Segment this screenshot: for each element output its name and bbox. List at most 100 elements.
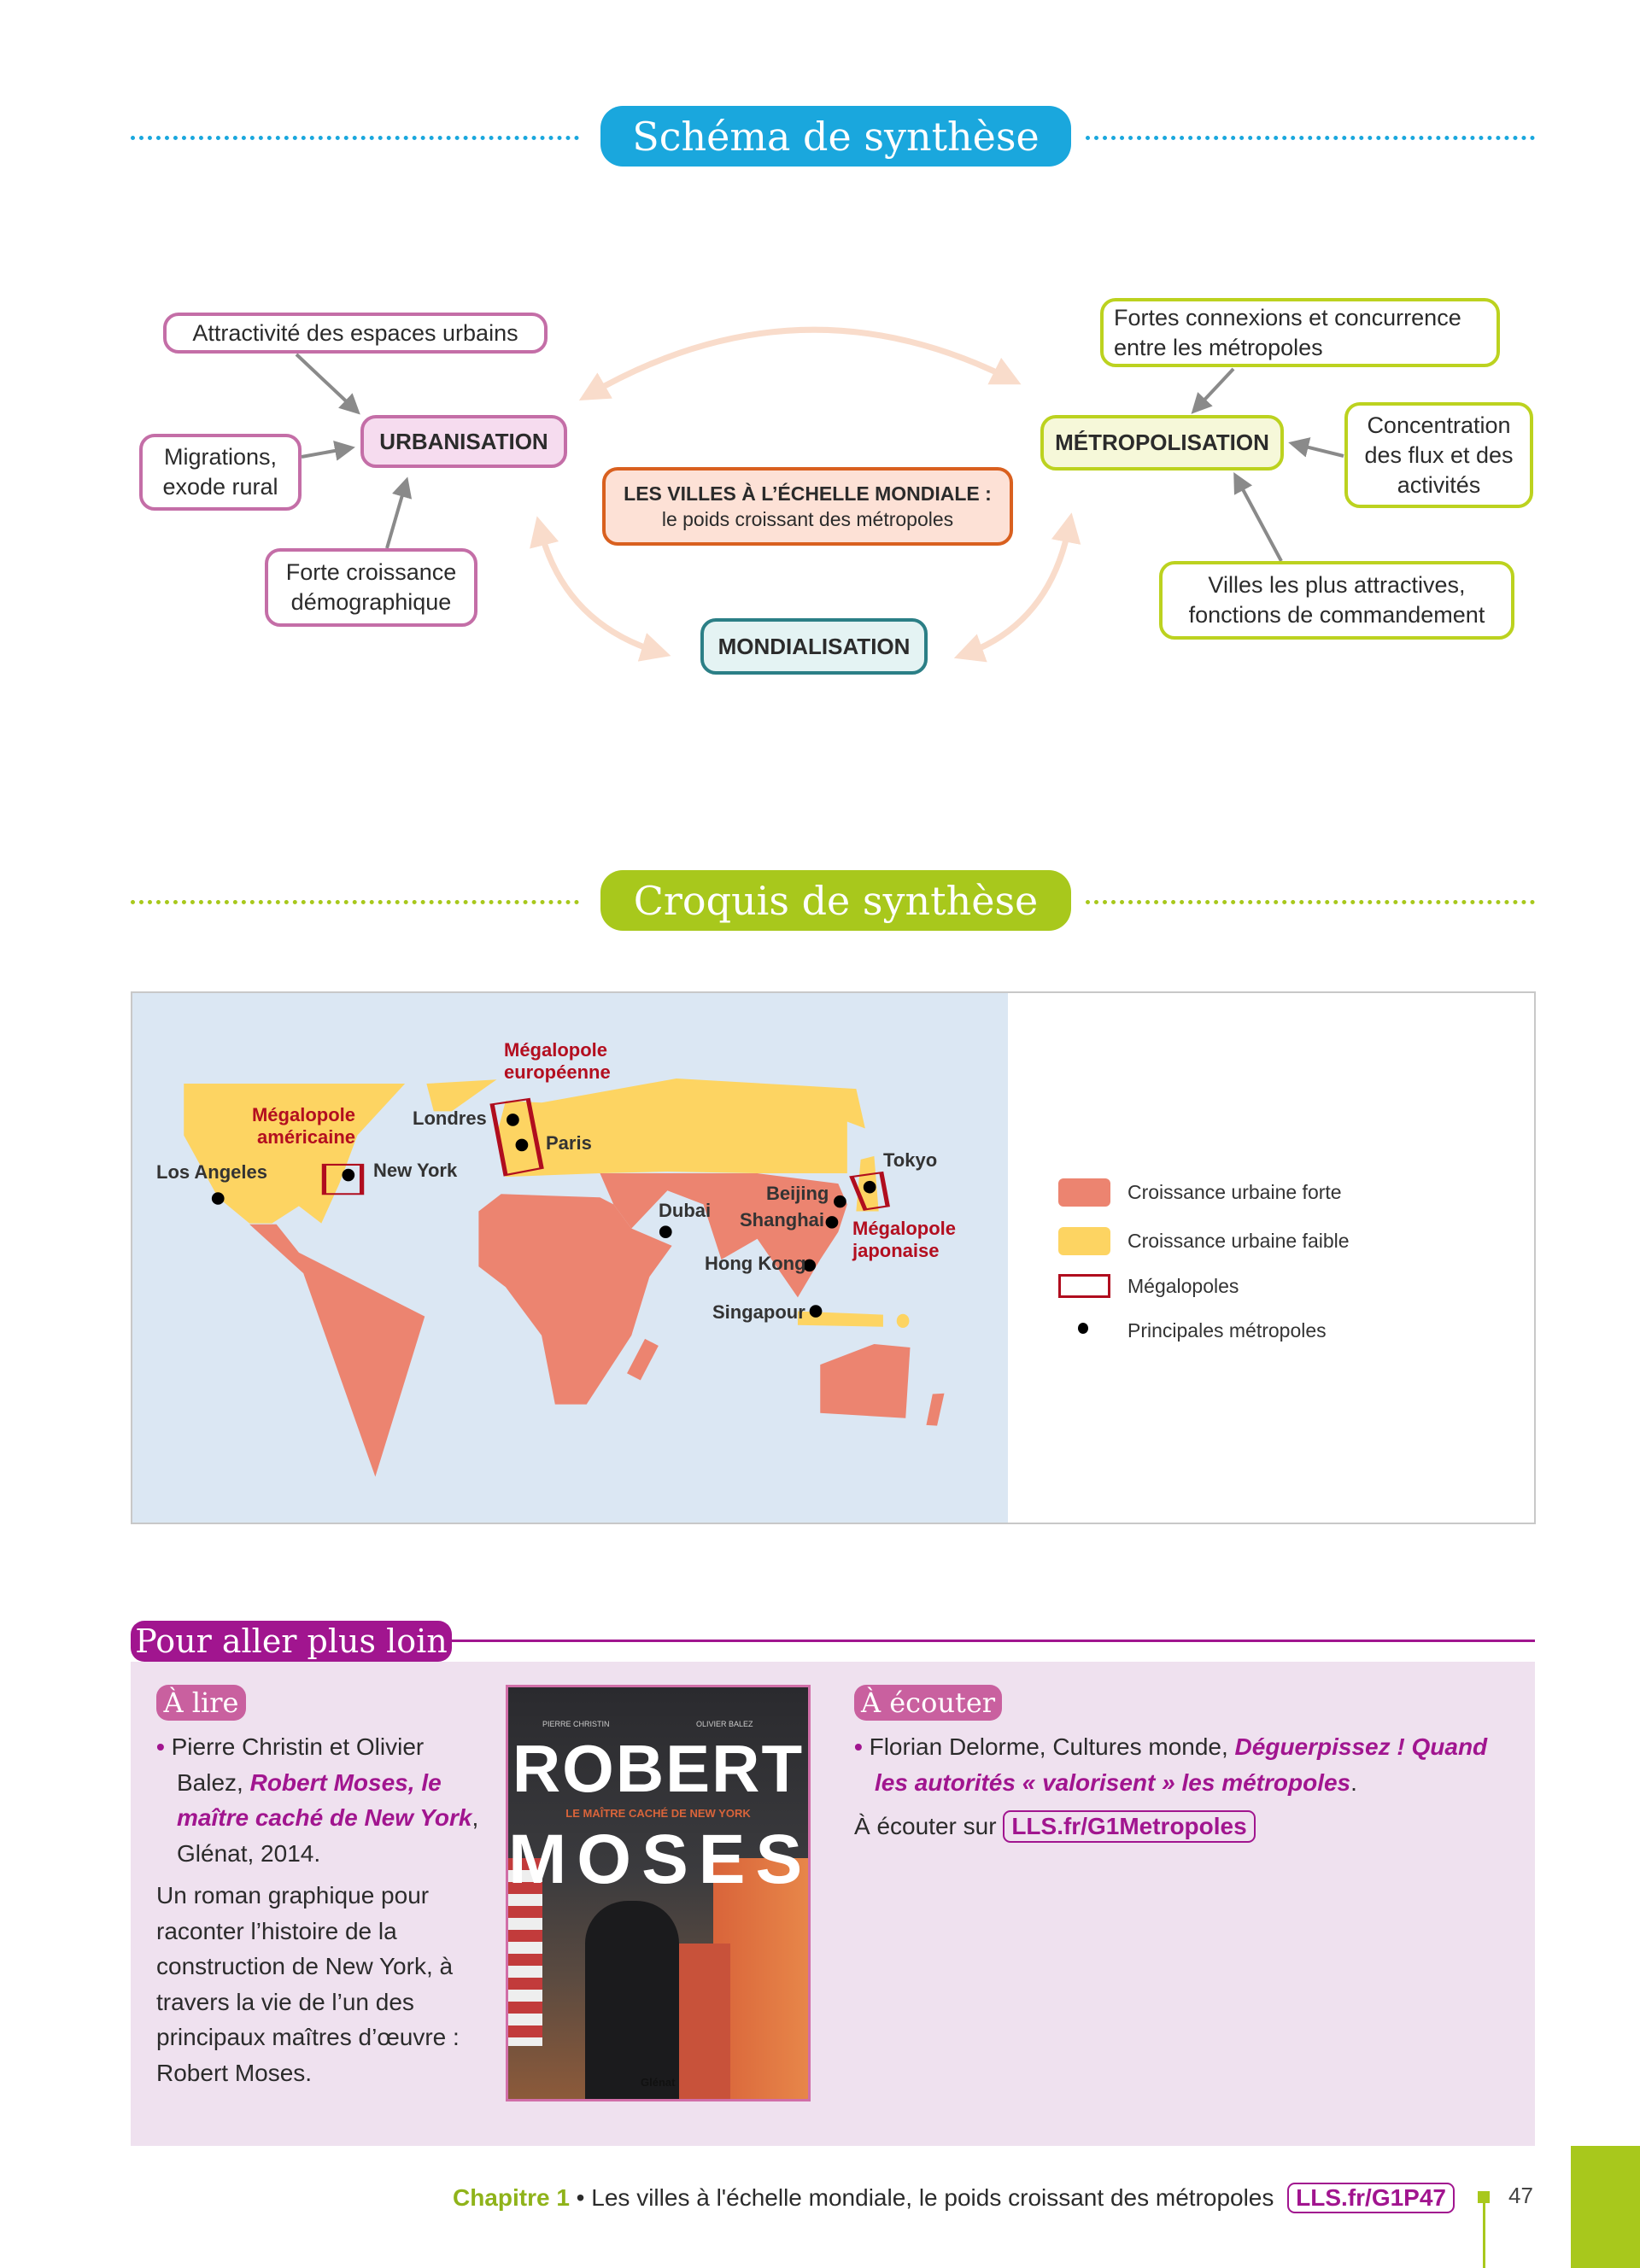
greenland xyxy=(426,1079,497,1112)
legend-dot-metropole xyxy=(1078,1323,1088,1334)
legend-label: Principales métropoles xyxy=(1128,1319,1327,1342)
book-authors: Pierre Christin et Olivier Balez, xyxy=(171,1733,425,1796)
label-beijing: Beijing xyxy=(766,1183,829,1204)
divider xyxy=(1086,136,1535,140)
footer-separator: • xyxy=(569,2184,592,2211)
africa xyxy=(478,1194,672,1405)
section-title-croquis: Croquis de synthèse xyxy=(600,870,1071,931)
footer-link[interactable]: LLS.fr/G1P47 xyxy=(1287,2183,1455,2213)
punctuation: . xyxy=(1350,1768,1357,1796)
listen-label: À écouter sur xyxy=(854,1813,1004,1839)
node-urbanisation: URBANISATION xyxy=(360,415,567,468)
footer-chapter-number: Chapitre 1 xyxy=(452,2184,570,2211)
tag-a-lire: À lire xyxy=(156,1685,246,1721)
city-dot xyxy=(507,1114,519,1126)
label-los-angeles: Los Angeles xyxy=(156,1161,267,1183)
divider xyxy=(131,900,579,904)
arrow xyxy=(1191,367,1235,414)
madagascar xyxy=(627,1338,659,1381)
megalopole-europeenne xyxy=(489,1097,544,1177)
label-singapour: Singapour xyxy=(712,1301,805,1323)
city-dot xyxy=(211,1192,225,1205)
footer-chapter: Chapitre 1 • Les villes à l'échelle mond… xyxy=(453,2180,1455,2216)
legend-label: Croissance urbaine faible xyxy=(1128,1230,1350,1252)
cover-title: MOSES xyxy=(508,1821,811,1898)
section-title-schema: Schéma de synthèse xyxy=(600,106,1071,167)
flag-stripes xyxy=(508,1858,542,2046)
figure-silhouette xyxy=(585,1901,679,2099)
cover-publisher: Glénat xyxy=(641,2076,676,2089)
label-megalopole-japonaise: Mégalopole japonaise xyxy=(852,1218,957,1261)
eurasia-north xyxy=(496,1078,865,1178)
flow-arrow xyxy=(953,512,1081,663)
podcast-title[interactable]: Déguerpissez ! Quand les autorités « val… xyxy=(875,1733,1488,1796)
legend-swatch-faible xyxy=(1058,1227,1110,1255)
center-title: LES VILLES À L’ÉCHELLE MONDIALE : xyxy=(624,482,992,505)
city-dot xyxy=(809,1305,823,1318)
podcast-link[interactable]: LLS.fr/G1Metropoles xyxy=(1003,1810,1256,1843)
legend-label: Croissance urbaine forte xyxy=(1128,1181,1342,1203)
book-cover: PIERRE CHRISTIN OLIVIER BALEZ ROBERT LE … xyxy=(506,1685,811,2101)
page-number: 47 xyxy=(1508,2183,1533,2208)
node-mondialisation: MONDIALISATION xyxy=(700,618,928,675)
further-box xyxy=(131,1662,1535,2146)
book-reference: • Pierre Christin et Olivier Balez, Robe… xyxy=(156,1729,489,1871)
world-map xyxy=(184,1078,945,1477)
cover-author: OLIVIER BALEZ xyxy=(696,1720,753,1728)
city-dot xyxy=(834,1195,846,1208)
legend-swatch-megalopole xyxy=(1058,1274,1110,1298)
label-new-york: New York xyxy=(373,1160,458,1181)
city-dot xyxy=(515,1138,529,1152)
diagram-arrows xyxy=(295,326,1344,663)
flow-arrow xyxy=(578,326,1022,400)
megalopole-americaine xyxy=(321,1163,365,1195)
arrow xyxy=(295,353,360,415)
page-marker-line xyxy=(1483,2203,1485,2268)
divider xyxy=(1086,900,1535,904)
arrow xyxy=(1233,471,1283,562)
cover-title: ROBERT xyxy=(512,1731,805,1806)
label-tokyo: Tokyo xyxy=(883,1149,938,1171)
arrow xyxy=(385,476,413,549)
flow-arrow xyxy=(530,516,671,662)
book-title[interactable]: Robert Moses, le maître caché de New Yor… xyxy=(177,1768,472,1832)
label-paris: Paris xyxy=(546,1132,592,1154)
legend-label: Mégalopoles xyxy=(1128,1275,1239,1297)
node-connexions: Fortes connexions et concurrence entre l… xyxy=(1100,298,1500,367)
city-dot xyxy=(659,1225,672,1238)
label-megalopole-europeenne: Mégalopole européenne xyxy=(504,1039,611,1083)
book-publisher: , Glénat, 2014. xyxy=(177,1804,479,1867)
node-center: LES VILLES À L’ÉCHELLE MONDIALE : le poi… xyxy=(602,467,1013,546)
city-dot xyxy=(803,1259,817,1272)
footer-chapter-title: Les villes à l'échelle mondiale, le poid… xyxy=(591,2184,1274,2211)
page-marker xyxy=(1478,2191,1490,2203)
node-migrations: Migrations, exode rural xyxy=(139,434,302,511)
divider xyxy=(131,136,579,140)
label-dubai: Dubai xyxy=(659,1200,712,1221)
label-londres: Londres xyxy=(413,1108,487,1129)
book-description: Un roman graphique pour raconter l’histo… xyxy=(156,1882,460,2086)
cover-author: PIERRE CHRISTIN xyxy=(542,1720,610,1728)
podcast-author: Florian Delorme, Cultures monde, xyxy=(869,1733,1235,1760)
node-villes: Villes les plus attractives, fonctions d… xyxy=(1159,561,1514,640)
arrow xyxy=(301,441,355,461)
node-attractivite: Attractivité des espaces urbains xyxy=(163,313,548,354)
node-concentration: Concentration des flux et des activités xyxy=(1344,402,1533,508)
label-megalopole-americaine: Mégalopole américaine xyxy=(251,1104,355,1148)
page-corner-tab xyxy=(1571,2146,1640,2268)
city-dot xyxy=(825,1216,839,1229)
city-dot xyxy=(342,1168,355,1182)
island xyxy=(896,1313,910,1328)
megalopole-japonaise xyxy=(849,1171,890,1211)
south-america xyxy=(249,1224,425,1477)
section-title-further: Pour aller plus loin xyxy=(131,1621,452,1662)
bullet: • xyxy=(156,1733,172,1760)
arrow xyxy=(1288,437,1344,458)
node-croissance: Forte croissance démographique xyxy=(265,548,477,627)
australia xyxy=(820,1343,911,1418)
cover-subtitle: LE MAÎTRE CACHÉ DE NEW YORK xyxy=(565,1807,751,1820)
tag-a-ecouter: À écouter xyxy=(854,1685,1002,1721)
node-metropolisation: MÉTROPOLISATION xyxy=(1040,415,1284,471)
new-zealand xyxy=(926,1393,945,1426)
bullet: • xyxy=(854,1733,870,1760)
